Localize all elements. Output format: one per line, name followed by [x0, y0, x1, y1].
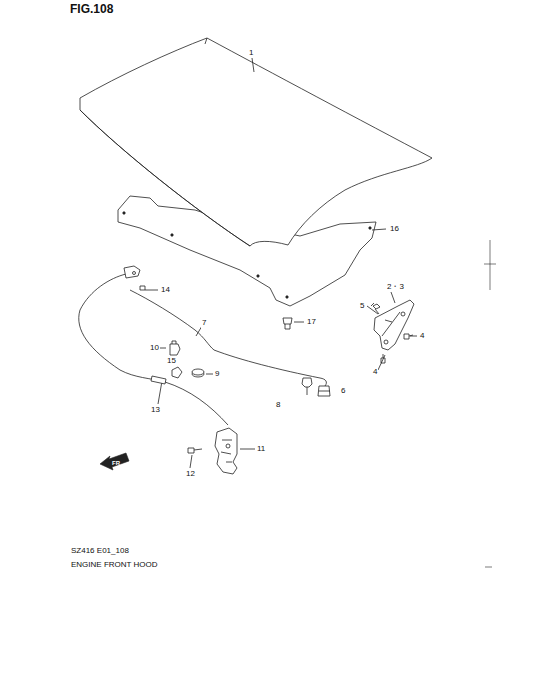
callout-number: 4	[419, 331, 425, 341]
callout-number: 13	[150, 405, 161, 415]
callout-number: 6	[340, 386, 346, 396]
callout-number: 10	[149, 343, 160, 353]
figure-caption: ENGINE FRONT HOOD	[70, 560, 159, 570]
callout-number: 17	[306, 317, 317, 327]
callout-number: 12	[185, 469, 196, 479]
callout-number: 11	[256, 444, 266, 454]
callout-number: 4	[372, 367, 378, 377]
callout-number: 9	[214, 369, 220, 379]
figure-code: SZ416 E01_108	[70, 546, 130, 556]
callout-number: 14	[160, 285, 171, 295]
callout-number: 2・3	[386, 282, 405, 292]
figure-title: FIG.108	[70, 2, 113, 16]
callout-number: 16	[389, 224, 400, 234]
direction-mark: FR	[111, 458, 121, 468]
callout-number: 7	[201, 318, 207, 328]
callout-number: 8	[275, 400, 281, 410]
callout-number: 1	[248, 48, 254, 58]
callout-number: 5	[359, 301, 365, 311]
callout-number: 15	[166, 356, 177, 366]
